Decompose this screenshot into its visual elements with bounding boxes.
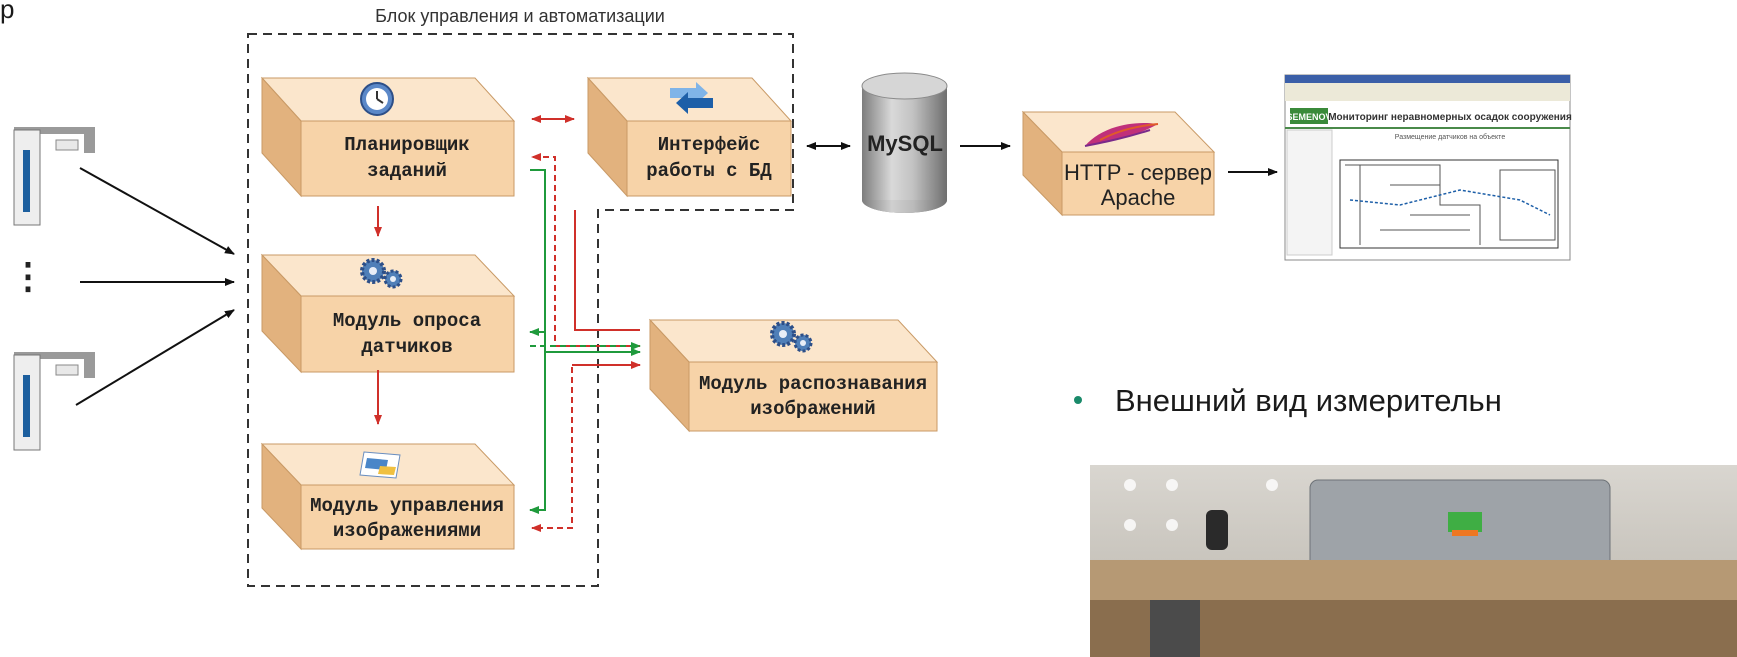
svg-text:Размещение датчиков на объекте: Размещение датчиков на объекте — [1395, 133, 1506, 141]
arrow-recognition-to-image-mgmt-dashed — [531, 364, 640, 532]
floor-plan — [1339, 159, 1559, 249]
svg-text:SEMENOV: SEMENOV — [1286, 112, 1331, 122]
gears-icon — [360, 258, 403, 289]
sensors-ellipsis: ⋮ — [10, 255, 46, 296]
control-block-caption: Блок управления и автоматизации — [375, 6, 665, 26]
svg-text:Модуль опроса: Модуль опроса — [333, 310, 481, 332]
sensor-device-top — [13, 127, 95, 226]
control-block-border — [247, 33, 794, 587]
svg-text:HTTP - сервер: HTTP - сервер — [1064, 160, 1212, 185]
bullet-dot — [1074, 396, 1082, 404]
gears-icon — [770, 321, 813, 353]
exchange-arrows-icon — [670, 82, 713, 114]
arrow-sensor-top-to-block — [79, 167, 235, 255]
svg-text:изображений: изображений — [750, 398, 875, 420]
image-management-box: Модуль управления изображениями — [260, 442, 516, 551]
db-interface-box: Интерфейс работы с БД — [586, 76, 793, 198]
clock-icon — [360, 82, 394, 116]
site-logo — [1290, 108, 1328, 124]
recognition-box: Модуль распознавания изображений — [648, 318, 939, 433]
svg-text:изображениями: изображениями — [333, 520, 481, 542]
sensor-device-bottom — [13, 352, 95, 451]
sensor-polling-box: Модуль опроса датчиков — [260, 253, 516, 374]
arrow-scheduler-to-image-mgmt-green — [529, 169, 546, 514]
cropped-text-fragment: р — [0, 0, 14, 24]
svg-text:Apache: Apache — [1101, 185, 1176, 210]
arrow-sensor-bottom-to-block — [75, 309, 235, 406]
svg-text:Мониторинг неравномерных осадо: Мониторинг неравномерных осадок сооружен… — [1328, 112, 1572, 123]
svg-text:заданий: заданий — [367, 160, 447, 182]
svg-text:Планировщик: Планировщик — [344, 134, 469, 156]
svg-text:Интерфейс: Интерфейс — [658, 134, 761, 156]
scheduler-box: Планировщик заданий — [260, 76, 516, 198]
picture-icon — [359, 451, 401, 479]
arrow-recognition-to-scheduler-dashed — [531, 153, 640, 347]
svg-text:датчиков: датчиков — [361, 336, 452, 358]
mysql-database-cylinder: MySQL — [861, 72, 948, 213]
device-photo — [1090, 465, 1737, 657]
svg-text:Модуль распознавания: Модуль распознавания — [699, 373, 927, 395]
svg-text:работы с БД: работы с БД — [646, 160, 772, 182]
measurement-caption: Внешний вид измерительн — [1115, 383, 1502, 418]
mysql-label: MySQL — [867, 131, 943, 156]
line-recognition-to-db-interface — [574, 210, 640, 331]
svg-text:Модуль управления: Модуль управления — [310, 495, 504, 517]
website-screenshot: SEMENOV Мониторинг неравномерных осадок … — [1284, 74, 1572, 261]
http-server-box: HTTP - сервер Apache — [1021, 110, 1216, 217]
apache-feather-icon — [1084, 122, 1159, 147]
